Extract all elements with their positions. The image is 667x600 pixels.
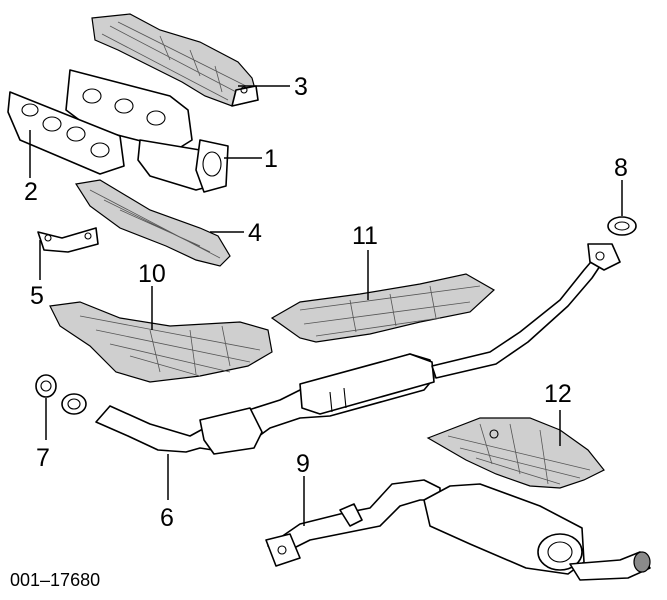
part-mid-heat-shield bbox=[270, 273, 496, 343]
callout-2: 2 bbox=[24, 178, 38, 206]
callout-12: 12 bbox=[544, 380, 572, 408]
part-upper-heat-shield bbox=[91, 13, 259, 107]
callout-5: 5 bbox=[30, 282, 44, 310]
part-converter-heat-shield bbox=[49, 301, 273, 383]
callout-4: 4 bbox=[248, 219, 262, 247]
part-rear-heat-shield bbox=[426, 417, 605, 489]
leader-lines bbox=[29, 85, 623, 526]
callout-8: 8 bbox=[614, 154, 628, 182]
part-rear-pipe-muffler bbox=[265, 479, 651, 581]
callout-6: 6 bbox=[160, 504, 174, 532]
part-front-pipe-assembly bbox=[61, 243, 621, 455]
callout-11: 11 bbox=[352, 222, 378, 250]
part-exhaust-manifold bbox=[65, 69, 229, 193]
callout-7: 7 bbox=[36, 444, 50, 472]
reference-code: 001–17680 bbox=[10, 570, 100, 590]
part-lower-manifold-shield bbox=[75, 179, 231, 267]
callout-9: 9 bbox=[296, 450, 310, 478]
part-bracket bbox=[37, 227, 99, 253]
callout-10: 10 bbox=[138, 260, 166, 288]
callout-3: 3 bbox=[294, 73, 308, 101]
part-manifold-gasket bbox=[7, 91, 125, 175]
part-flange-gasket-lower bbox=[35, 374, 57, 398]
part-flange-gasket-upper bbox=[607, 216, 637, 236]
callout-1: 1 bbox=[264, 145, 278, 173]
